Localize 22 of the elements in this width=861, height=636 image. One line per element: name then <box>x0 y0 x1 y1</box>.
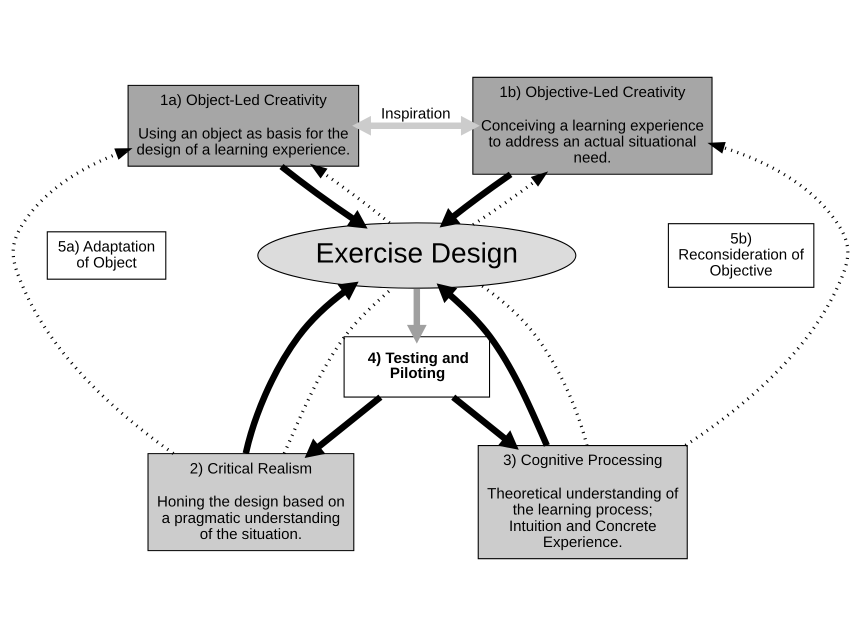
arrow <box>310 164 391 224</box>
node-box: 1b) Objective-Led Creativity Conceiving a learning experience to address an actual situational need. <box>472 76 713 175</box>
arrow <box>440 172 512 228</box>
node-box: 4) Testing and Piloting <box>344 336 490 398</box>
arrow <box>451 394 519 450</box>
arrow <box>352 116 480 136</box>
node-ellipse: Exercise Design <box>257 222 576 289</box>
arrow <box>472 171 548 226</box>
node-box: 2) Critical Realism Honing the design based on a pragmatic understanding of the situation. <box>147 453 354 552</box>
connector <box>480 284 588 446</box>
arrow <box>406 288 427 344</box>
node-box: 1a) Object-Led Creativity Using an object as basis for the design of a learning experience. <box>128 84 360 167</box>
arrow <box>12 148 174 455</box>
node-box: 3) Cognitive Processing Theoretical understanding of the learning process; Intuition and Concrete Experience. <box>478 445 688 560</box>
arrow <box>242 282 359 454</box>
node-box: 5b) Reconsideration of Objective <box>668 223 814 288</box>
edge-label: Inspiration <box>380 105 451 122</box>
arrow <box>436 283 550 447</box>
arrow <box>279 164 368 229</box>
node-box: 5a) Adaptation of Object <box>46 231 166 280</box>
arrow <box>684 142 850 447</box>
arrow <box>304 394 382 458</box>
